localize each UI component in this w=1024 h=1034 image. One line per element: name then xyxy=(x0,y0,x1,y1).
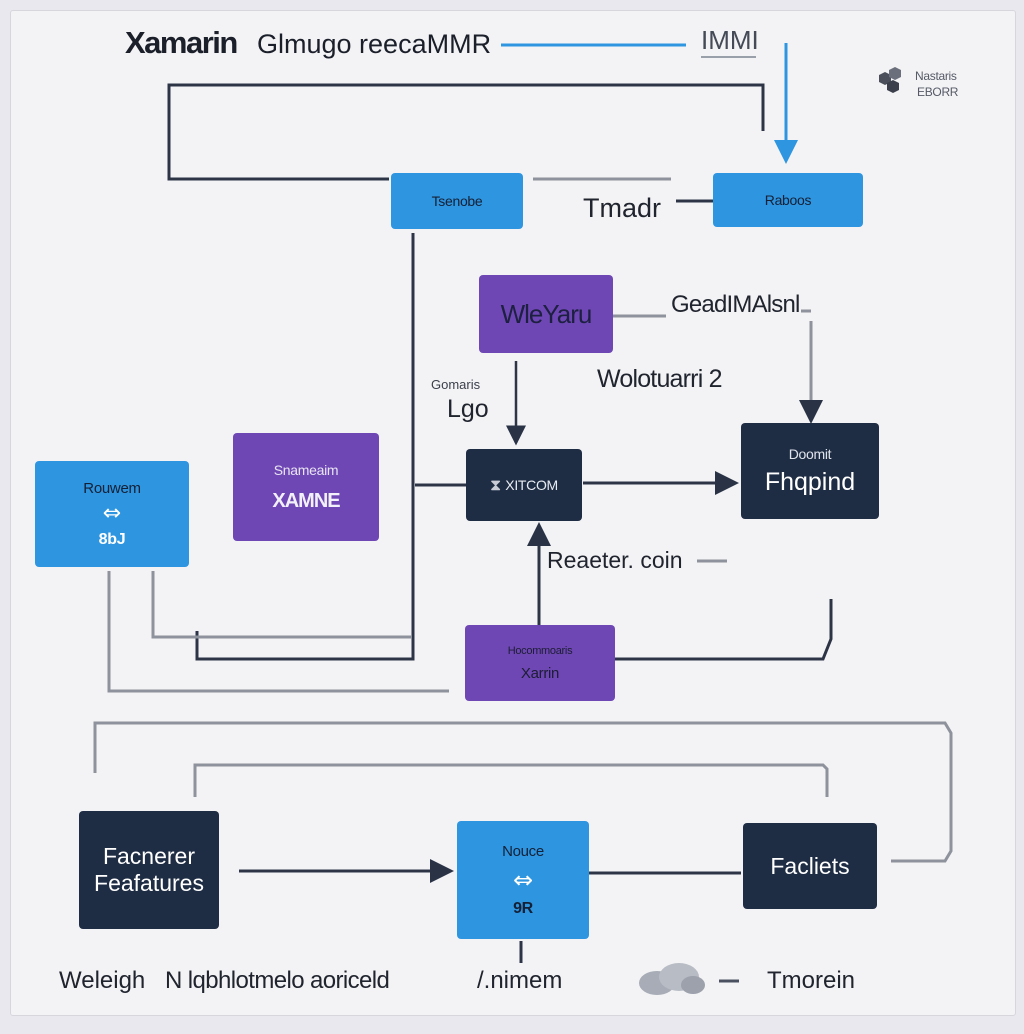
node-snameaim[interactable]: Snameaim XAMNE xyxy=(233,433,379,541)
node-wleyaru[interactable]: WleYaru xyxy=(479,275,613,353)
node-facnerer-line1: Facnerer xyxy=(102,843,196,869)
node-facliets-label: Facliets xyxy=(770,852,850,879)
node-nouce-bottom: 9R xyxy=(513,899,533,917)
node-xitcom-label: XITCOM xyxy=(505,477,558,493)
diagram-canvas: Xamarin Glmugo reecaMMR IMMI Nastaris EB… xyxy=(10,10,1016,1016)
hexagon-cluster-icon xyxy=(871,67,909,97)
legend-line2: EBORR xyxy=(917,85,959,99)
bidirectional-arrow-icon: ⇔ xyxy=(102,500,122,526)
node-nouce[interactable]: Nouce ⇔ 9R xyxy=(457,821,589,939)
footer-far: Tmorein xyxy=(767,967,856,994)
node-doomit-main: Fhqpind xyxy=(764,467,856,496)
node-rouwem-bottom: 8bJ xyxy=(98,530,126,548)
label-gomaris: Gomaris xyxy=(431,377,481,392)
node-doomit[interactable]: Doomit Fhqpind xyxy=(741,423,879,519)
node-nouce-top: Nouce xyxy=(502,842,544,860)
connector-lines xyxy=(93,43,953,983)
node-tsenobe-label: Tsenobe xyxy=(431,193,483,209)
bidirectional-arrow-icon: ⇔ xyxy=(512,865,534,894)
label-lgo: Lgo xyxy=(447,395,489,423)
node-raboos[interactable]: Raboos xyxy=(713,173,863,227)
cloud-icon xyxy=(635,957,707,997)
node-doomit-top: Doomit xyxy=(788,445,832,462)
header-title: Xamarin xyxy=(125,25,238,60)
node-facnerer[interactable]: Facnerer Feafatures xyxy=(79,811,219,929)
node-xitcom[interactable]: ⧗ XITCOM xyxy=(466,449,582,521)
node-snameaim-top: Snameaim xyxy=(273,461,339,478)
node-facnerer-line2: Feafatures xyxy=(94,870,204,896)
footer-mid: N lqbhlotmelo aoriceld xyxy=(165,967,390,994)
hourglass-icon: ⧗ xyxy=(490,475,502,494)
node-rouwem[interactable]: Rouwem ⇔ 8bJ xyxy=(35,461,189,567)
label-tmadr: Tmadr xyxy=(583,193,662,223)
label-geadimalsnl: GeadIMAlsnl xyxy=(671,291,800,318)
node-wleyaru-label: WleYaru xyxy=(500,298,593,329)
legend-line1: Nastaris xyxy=(915,69,957,83)
node-xarrin-top: Hocommoaris xyxy=(507,644,573,657)
node-tsenobe[interactable]: Tsenobe xyxy=(391,173,523,229)
footer-left: Weleigh xyxy=(59,967,146,994)
node-facliets[interactable]: Facliets xyxy=(743,823,877,909)
header-subtitle: Glmugo reecaMMR xyxy=(257,29,492,59)
label-reaetercoin: Reaeter. coin xyxy=(547,547,683,573)
footer-right: /.nimem xyxy=(477,967,563,994)
node-xarrin[interactable]: Hocommoaris Xarrin xyxy=(465,625,615,701)
node-raboos-label: Raboos xyxy=(764,192,812,208)
node-xarrin-main: Xarrin xyxy=(520,664,560,682)
node-snameaim-main: XAMNE xyxy=(272,489,340,512)
header-tag: IMMI xyxy=(701,25,759,55)
node-rouwem-top: Rouwem xyxy=(83,479,141,497)
label-wolotuarri: Wolotuarri 2 xyxy=(597,365,723,393)
